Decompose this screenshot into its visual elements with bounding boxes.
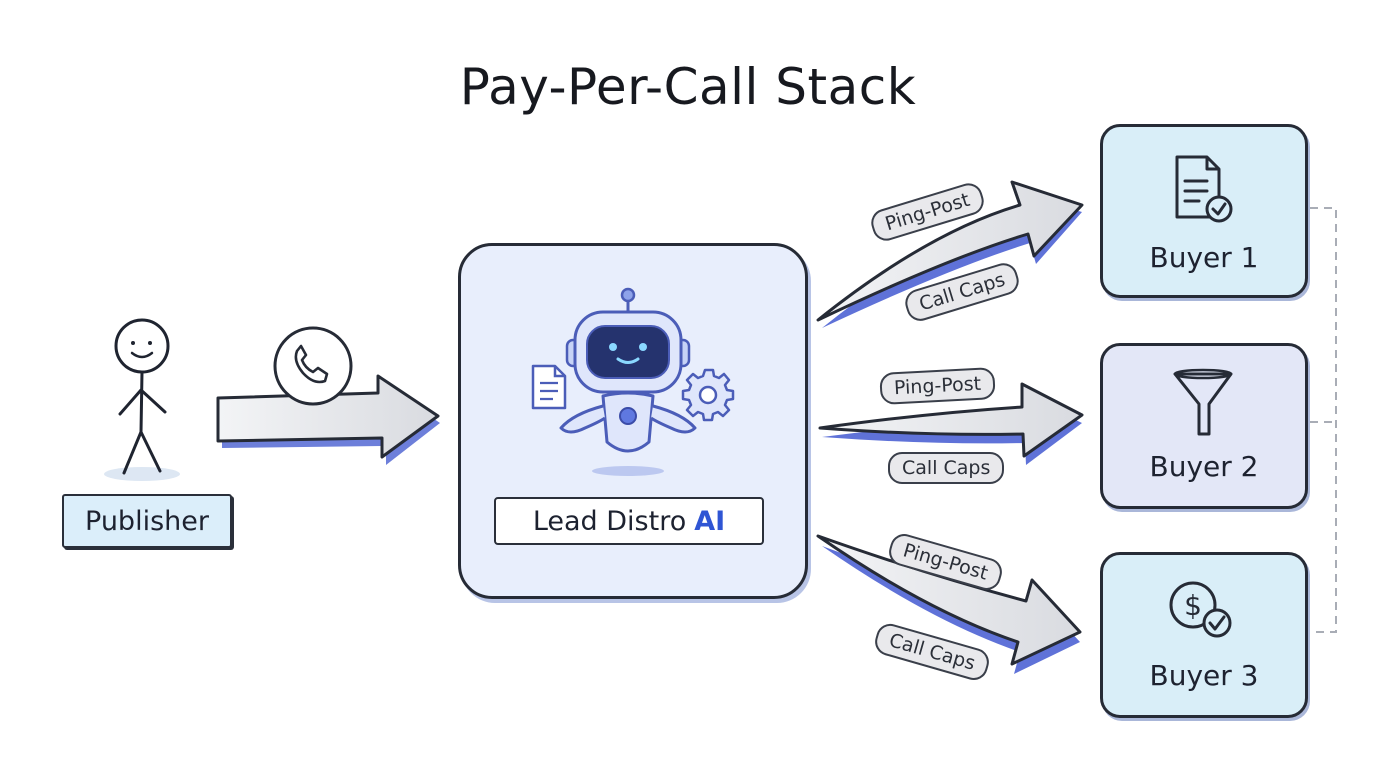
figure-shadow (104, 467, 180, 481)
publisher-figure (104, 318, 180, 481)
phone-icon (273, 326, 353, 406)
dollar-check-icon: $ (1169, 581, 1232, 638)
funnel-icon (1173, 368, 1233, 436)
buyer-2-card: Buyer 2 (1100, 343, 1308, 509)
document-icon (531, 364, 567, 410)
buyer-2-label: Buyer 2 (1149, 450, 1259, 483)
gear-icon (681, 368, 735, 422)
svg-text:$: $ (1184, 589, 1202, 622)
buyer-3-card: $ Buyer 3 (1100, 552, 1308, 718)
route-arrow-2 (818, 382, 1084, 465)
buyer-1-label: Buyer 1 (1149, 241, 1259, 274)
publisher-label: Publisher (62, 494, 232, 548)
buyer-connector (1310, 207, 1337, 633)
buyer-1-card: Buyer 1 (1100, 124, 1308, 298)
buyer-3-label: Buyer 3 (1149, 659, 1259, 692)
robot-icon (559, 287, 697, 476)
lead-distro-label-accent: AI (694, 505, 726, 537)
route-arrow-1 (816, 180, 1084, 328)
route-2-ping-post-tag: Ping-Post (879, 367, 996, 405)
lead-distro-label-text: Lead Distro (532, 505, 687, 537)
route-2-call-caps-tag: Call Caps (888, 452, 1005, 484)
document-check-icon (1175, 155, 1233, 223)
figure-head (114, 318, 170, 374)
lead-distro-box (458, 243, 808, 599)
page-title: Pay-Per-Call Stack (459, 58, 917, 116)
figure-body (118, 370, 167, 475)
publisher-arrow (216, 374, 440, 465)
robot-illustration (531, 287, 735, 476)
